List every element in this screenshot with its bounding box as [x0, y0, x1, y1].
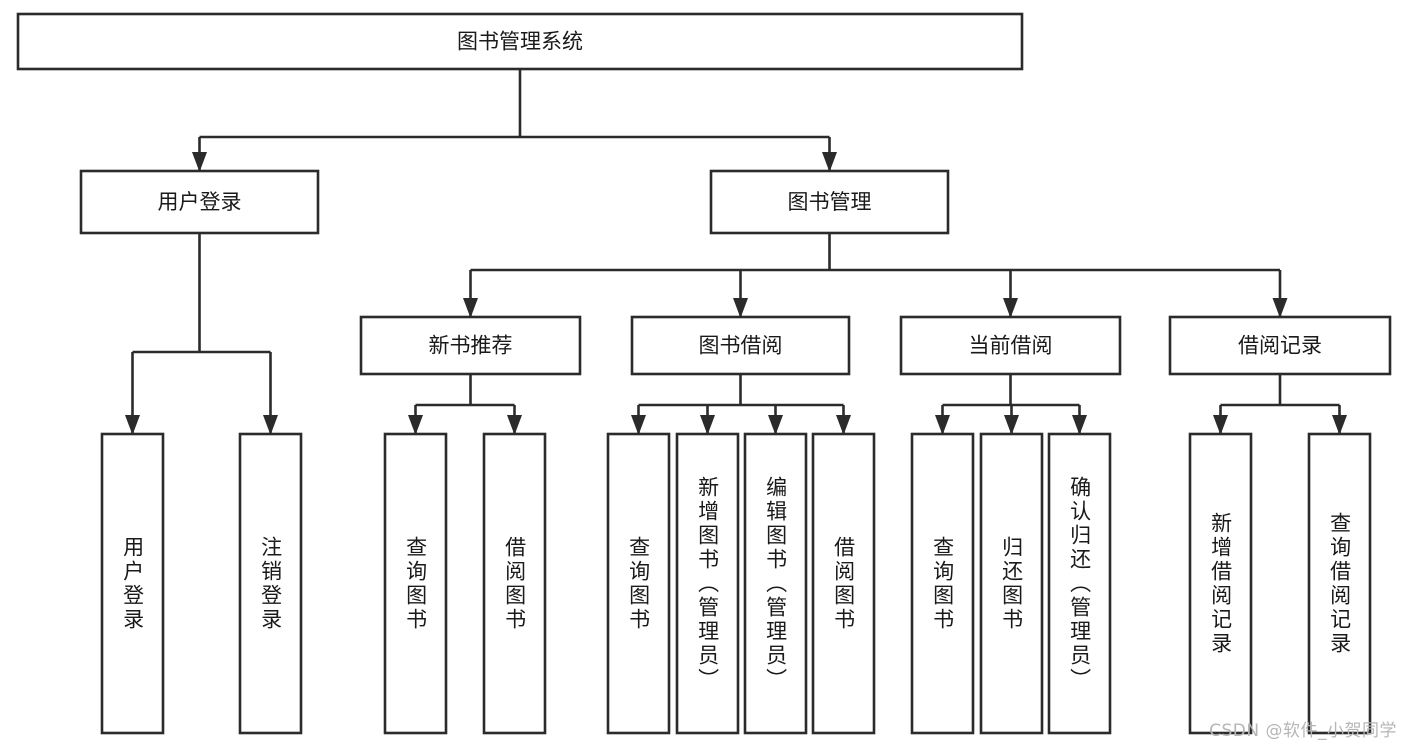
arrow-head-icon-leaf-add-record	[1213, 415, 1228, 435]
node-box-leaf-add-book[interactable]	[675, 432, 740, 735]
arrow-head-icon-leaf-query-book-cur	[935, 415, 950, 435]
arrow-head-icon-leaf-query-book-borrow	[631, 415, 646, 435]
arrow-head-icon-leaf-borrow-book	[836, 415, 851, 435]
arrow-head-icon-leaf-query-book-rec	[408, 415, 423, 435]
node-box-leaf-user-logout[interactable]	[238, 432, 303, 735]
arrow-head-icon-user-login	[192, 152, 207, 172]
arrow-head-icon-leaf-user-logout	[263, 415, 278, 435]
watermark-text: CSDN @软件_小贺同学	[1209, 721, 1397, 741]
arrow-head-icon-borrow-record	[1272, 298, 1288, 318]
node-box-leaf-add-record[interactable]	[1188, 432, 1253, 735]
arrow-head-icon-leaf-borrow-book-rec	[507, 415, 522, 435]
node-box-book-borrow[interactable]	[630, 315, 851, 376]
node-box-leaf-edit-book[interactable]	[743, 432, 808, 735]
node-box-leaf-confirm-return[interactable]	[1047, 432, 1112, 735]
arrow-head-icon-leaf-return-book	[1004, 415, 1019, 435]
node-box-leaf-borrow-book-rec[interactable]	[482, 432, 547, 735]
node-box-leaf-user-login[interactable]	[100, 432, 165, 735]
connectors-layer	[125, 69, 1347, 435]
arrow-head-icon-current-borrow	[1003, 298, 1018, 318]
arrow-head-icon-book-borrow	[733, 298, 748, 318]
node-label-borrow-record: 借阅记录	[1238, 334, 1322, 358]
arrow-head-icon-leaf-query-record	[1332, 415, 1347, 435]
arrow-head-icon-leaf-confirm-return	[1072, 415, 1087, 435]
node-box-leaf-query-record[interactable]	[1307, 432, 1372, 735]
node-label-book-manage: 图书管理	[788, 190, 872, 214]
node-box-leaf-query-book-cur[interactable]	[910, 432, 975, 735]
arrow-head-icon-leaf-user-login	[125, 415, 140, 435]
node-label-book-borrow: 图书借阅	[699, 334, 783, 358]
arrow-head-icon-book-manage	[822, 152, 837, 172]
node-box-leaf-borrow-book[interactable]	[811, 432, 876, 735]
node-box-leaf-query-book-rec[interactable]	[383, 432, 448, 735]
node-box-user-login[interactable]	[79, 169, 320, 235]
node-box-book-manage[interactable]	[709, 169, 950, 235]
node-label-user-login: 用户登录	[158, 190, 242, 214]
node-box-borrow-record[interactable]	[1168, 315, 1392, 376]
node-box-new-book-rec[interactable]	[359, 315, 582, 376]
arrow-head-icon-new-book-rec	[463, 298, 478, 318]
arrow-head-icon-leaf-add-book	[700, 415, 715, 435]
boxes-layer	[16, 12, 1392, 735]
node-label-current-borrow: 当前借阅	[969, 334, 1053, 358]
node-box-root[interactable]	[16, 12, 1024, 71]
arrow-head-icon-leaf-edit-book	[768, 415, 783, 435]
node-box-current-borrow[interactable]	[899, 315, 1122, 376]
node-box-leaf-return-book[interactable]	[979, 432, 1044, 735]
node-label-root: 图书管理系统	[457, 30, 583, 54]
node-box-leaf-query-book-borrow[interactable]	[606, 432, 671, 735]
node-label-new-book-rec: 新书推荐	[429, 334, 513, 358]
